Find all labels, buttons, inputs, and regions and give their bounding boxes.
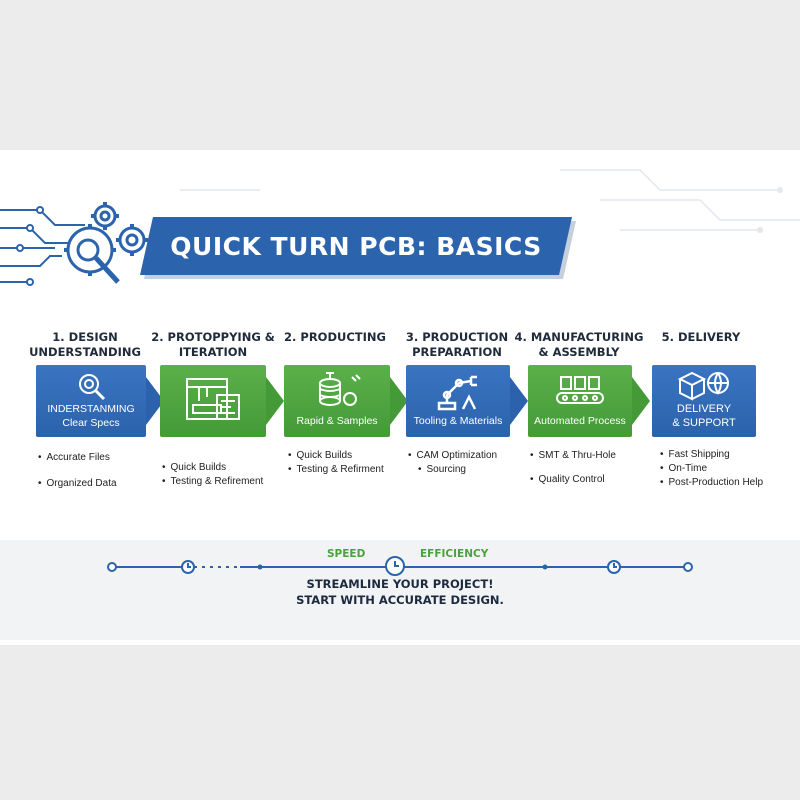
list-item: Quick Builds xyxy=(288,449,384,463)
tagline-line-1: STREAMLINE YOUR PROJECT! xyxy=(306,577,494,591)
step-3-card: Rapid & Samples xyxy=(284,365,408,437)
step-5-card: Automated Process xyxy=(528,365,650,437)
list-item: CAM Optimization xyxy=(408,449,498,463)
step-5-card-label: Automated Process xyxy=(534,415,626,427)
box-globe-icon xyxy=(677,371,729,401)
step-5-bullets: SMT & Thru-Hole Quality Control xyxy=(530,449,616,487)
step-2-bullets: Quick Builds Testing & Refirement xyxy=(162,461,264,489)
step-5-title: 4. MANUFACTURING & ASSEMBLY xyxy=(514,330,644,359)
step-4-card: Tooling & Materials xyxy=(406,365,528,437)
step-6-title: 5. DELIVERY xyxy=(661,330,741,344)
list-item: Quick Builds xyxy=(162,461,263,475)
step-1-card-sublabel: Clear Specs xyxy=(62,417,120,429)
spool-icon xyxy=(319,372,361,406)
timeline-efficiency-label: EFFICIENCY xyxy=(420,548,489,560)
timeline-speed-label: SPEED xyxy=(327,548,366,560)
list-item: Post-Production Help xyxy=(660,476,764,490)
step-3-bullets: Quick Builds Testing & Refirment xyxy=(288,449,384,477)
step-6-bullets: Fast Shipping On-Time Post-Production He… xyxy=(660,448,764,490)
list-item: Testing & Refirment xyxy=(288,463,384,477)
step-6-card: DELIVERY & SUPPORT xyxy=(652,365,756,437)
step-6-card-label: DELIVERY xyxy=(676,403,732,415)
step-1-bullets: Accurate Files Organized Data xyxy=(38,451,117,491)
list-item: On-Time xyxy=(660,462,763,476)
list-item: Organized Data xyxy=(38,477,117,491)
list-item: SMT & Thru-Hole xyxy=(530,449,616,463)
list-item: Fast Shipping xyxy=(660,448,763,462)
step-4-title: 3. PRODUCTION PREPARATION xyxy=(405,330,509,359)
list-item: Quality Control xyxy=(530,473,616,487)
step-2-title: 2. PROTOPPYING & ITERATION xyxy=(151,330,275,359)
tagline-line-2: START WITH ACCURATE DESIGN. xyxy=(296,593,504,607)
list-item: Sourcing xyxy=(408,463,497,477)
list-item: Accurate Files xyxy=(38,451,117,465)
page-title: QUICK TURN PCB: BASICS xyxy=(170,231,542,261)
step-1-card-label: INDERSTANMING xyxy=(47,403,135,415)
step-1-title: 1. DESIGN UNDERSTANDING xyxy=(29,330,141,359)
robot-arm-icon xyxy=(437,375,477,411)
magnifier-gear-icon xyxy=(79,374,106,401)
timeline-band xyxy=(0,540,800,640)
conveyor-icon xyxy=(556,376,604,404)
step-2-card xyxy=(160,365,284,437)
title-banner: QUICK TURN PCB: BASICS xyxy=(140,217,572,275)
list-item: Testing & Refirement xyxy=(162,475,264,489)
step-3-card-label: Rapid & Samples xyxy=(296,415,378,427)
step-6-card-sublabel: & SUPPORT xyxy=(672,417,736,429)
step-4-bullets: CAM Optimization Sourcing xyxy=(408,449,498,477)
step-3-title: 2. PRODUCTING xyxy=(284,330,386,344)
timeline-line xyxy=(107,556,693,576)
step-1-card: INDERSTANMING Clear Specs xyxy=(36,365,164,437)
gears-magnifier-icon xyxy=(0,202,148,286)
step-4-card-label: Tooling & Materials xyxy=(413,415,503,427)
3d-printer-icon xyxy=(186,378,240,420)
